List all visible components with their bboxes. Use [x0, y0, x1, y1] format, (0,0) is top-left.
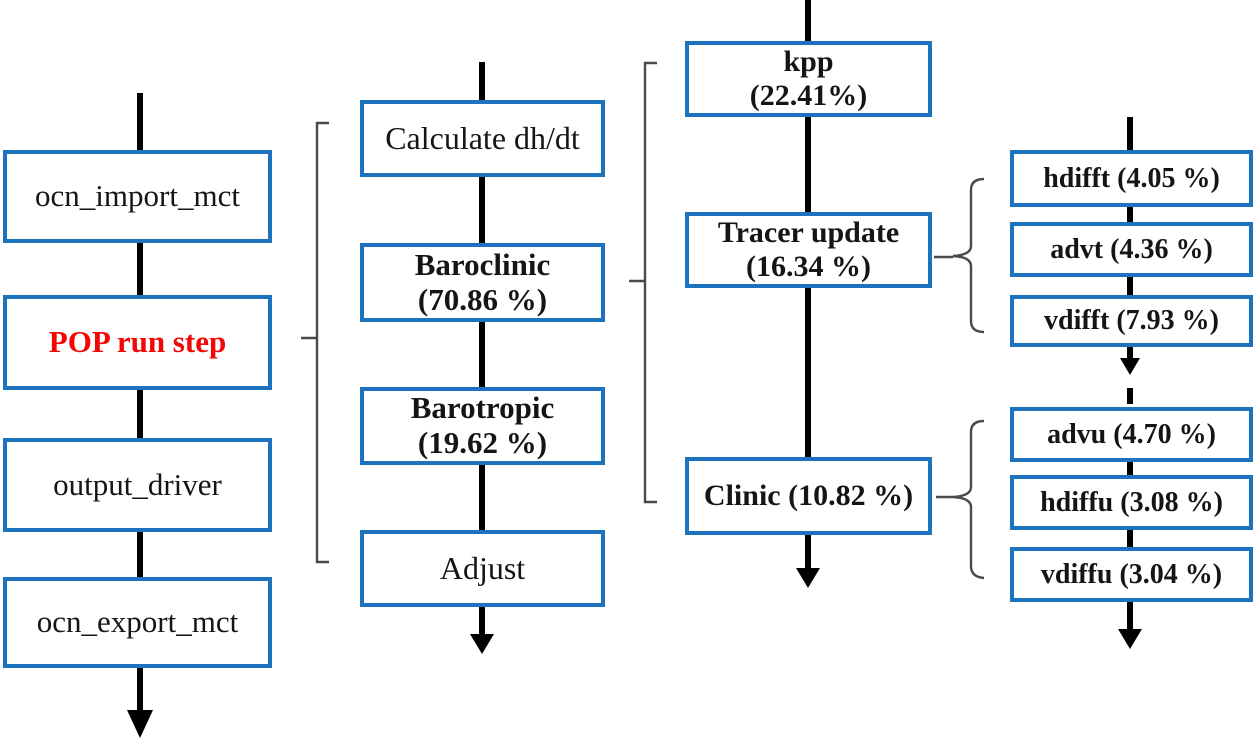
node-label: hdifft (4.05 %) [1043, 162, 1220, 194]
bracket-pop-substeps [301, 121, 329, 564]
node-label: POP run step [48, 324, 227, 360]
node-label: kpp [783, 45, 834, 79]
arrowhead-col4-mid [1120, 358, 1140, 375]
node-label: vdiffu (3.04 %) [1040, 558, 1223, 590]
node-tracer-update: Tracer update (16.34 %) [685, 212, 932, 288]
node-output-driver: output_driver [3, 438, 272, 532]
arrowhead-col1-bottom [127, 710, 153, 738]
node-percent: (19.62 %) [417, 425, 548, 460]
node-label: Clinic (10.82 %) [703, 479, 914, 513]
brace-clinic-terms [936, 419, 985, 580]
node-advt: advt (4.36 %) [1010, 222, 1253, 277]
node-pop-run-step: POP run step [3, 295, 272, 390]
node-hdifft: hdifft (4.05 %) [1010, 150, 1253, 207]
node-vdiffu: vdiffu (3.04 %) [1010, 547, 1253, 602]
arrowhead-col2-bottom [470, 634, 494, 654]
node-label: vdifft (7.93 %) [1044, 305, 1219, 337]
node-percent: (16.34 %) [746, 250, 871, 283]
node-label: Calculate dh/dt [385, 119, 580, 156]
node-adjust: Adjust [360, 530, 605, 607]
node-barotropic: Barotropic (19.62 %) [360, 387, 605, 465]
node-label: Barotropic [410, 390, 555, 426]
node-ocn-import-mct: ocn_import_mct [3, 150, 272, 243]
node-label: advt (4.36 %) [1050, 233, 1213, 265]
node-vdifft: vdifft (7.93 %) [1010, 295, 1253, 347]
node-baroclinic: Baroclinic (70.86 %) [360, 243, 605, 322]
node-hdiffu: hdiffu (3.08 %) [1010, 475, 1253, 530]
node-label: advu (4.70 %) [1047, 418, 1216, 450]
node-clinic: Clinic (10.82 %) [685, 457, 932, 535]
brace-tracer-terms [934, 177, 985, 334]
node-ocn-export-mct: ocn_export_mct [3, 577, 272, 668]
node-percent: (22.41%) [749, 79, 868, 112]
node-label: Baroclinic [414, 246, 551, 282]
node-label: ocn_import_mct [35, 178, 240, 214]
node-label: hdiffu (3.08 %) [1040, 486, 1223, 518]
node-advu: advu (4.70 %) [1010, 407, 1253, 462]
arrowhead-col4-bottom [1118, 629, 1142, 649]
bracket-baroclinic-substeps [629, 61, 657, 504]
node-label: Adjust [439, 549, 526, 586]
node-label: ocn_export_mct [36, 604, 239, 640]
node-kpp: kpp (22.41%) [685, 41, 932, 117]
arrowhead-col3-bottom [796, 568, 820, 588]
node-label: Tracer update [717, 216, 900, 250]
node-percent: (70.86 %) [417, 281, 548, 317]
node-label: output_driver [53, 466, 222, 502]
node-calculate-dhdt: Calculate dh/dt [360, 100, 605, 177]
